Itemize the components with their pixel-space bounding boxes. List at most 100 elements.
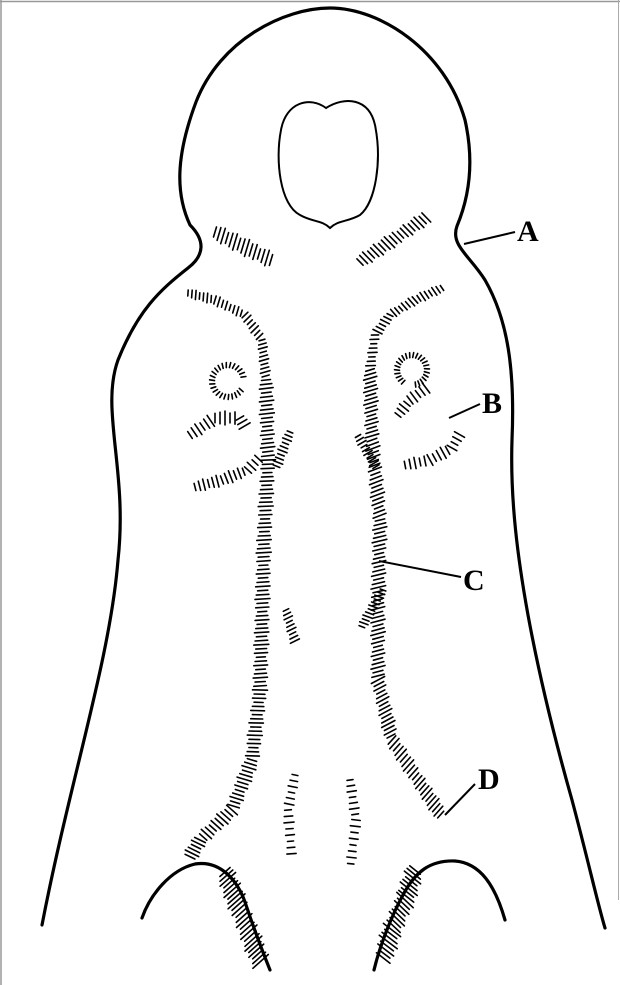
hatch-stroke <box>262 477 273 478</box>
hatch-stroke <box>208 480 210 488</box>
callout-label-d: D <box>478 765 500 795</box>
hatch-stroke <box>257 561 270 562</box>
hatch-stroke <box>350 845 356 846</box>
hatch-stroke <box>410 392 417 402</box>
hatch-stroke <box>263 438 273 439</box>
hatch-stroke <box>258 557 269 558</box>
hatch-stroke <box>418 381 420 386</box>
hatch-stroke <box>217 228 221 241</box>
hatch-stroke <box>243 770 253 773</box>
hatch-stroke <box>278 454 284 456</box>
hatch-stroke <box>422 377 426 380</box>
hatch-stroke <box>418 355 421 359</box>
hatch-stroke <box>256 649 267 650</box>
hatch-stroke <box>373 548 386 551</box>
hatch-stroke <box>371 666 385 670</box>
hatch-stroke <box>374 645 383 647</box>
hatch-stroke <box>368 251 375 258</box>
hatch-stroke <box>406 302 411 307</box>
hatch-stroke <box>258 548 271 549</box>
hatch-stroke <box>402 380 405 384</box>
hatch-stroke <box>255 599 270 600</box>
hatch-stroke <box>370 476 381 480</box>
hatch-stroke <box>259 565 268 566</box>
hatch-stroke <box>245 762 257 766</box>
hatch-stroke <box>412 297 418 303</box>
hatch-stroke <box>372 573 386 576</box>
hatch-stroke <box>259 493 273 494</box>
hatch-stroke <box>238 419 247 424</box>
hatch-stroke <box>276 457 284 460</box>
hatch-stroke <box>249 323 255 329</box>
hatch-stroke <box>215 368 218 372</box>
hatch-stroke <box>420 293 425 301</box>
hatch-stroke <box>262 430 273 431</box>
hatch-stroke <box>238 782 248 785</box>
hatch-stroke <box>432 454 436 461</box>
hatch-stroke <box>394 744 400 751</box>
hatch-stroke <box>290 780 298 782</box>
hatch-stroke <box>233 793 244 796</box>
hatch-stroke <box>381 320 390 324</box>
hatch-stroke <box>256 586 270 587</box>
hatch-stroke <box>237 238 240 249</box>
hatch-stroke <box>211 296 212 303</box>
arc-right-1 <box>395 383 430 417</box>
hatch-stroke <box>286 829 293 830</box>
hatch-stroke <box>366 430 378 434</box>
hatch-stroke <box>413 353 414 358</box>
hatch-stroke <box>191 428 197 437</box>
hatch-stroke <box>366 406 376 409</box>
hatch-stroke <box>249 244 253 256</box>
hatch-stroke <box>245 467 252 473</box>
hatch-stroke <box>224 878 235 888</box>
hatch-stroke <box>256 669 266 670</box>
hatch-stroke <box>379 244 386 251</box>
hatch-stroke <box>259 339 265 341</box>
hatch-stroke <box>258 249 261 259</box>
hatch-stroke <box>436 451 441 460</box>
hatch-stroke <box>357 438 364 442</box>
hatch-stroke <box>413 773 419 780</box>
leader-line-d <box>445 784 475 815</box>
hatch-stroke <box>188 432 193 439</box>
hatch-stroke <box>258 569 269 570</box>
hatch-stroke <box>240 310 242 316</box>
callout-label-c: C <box>463 566 485 596</box>
hatch-stroke <box>261 447 275 449</box>
hatch-stroke <box>256 628 268 629</box>
hatch-stroke <box>216 392 220 396</box>
hatch-stroke <box>252 460 258 465</box>
hatch-stroke <box>427 455 433 466</box>
hatch-stroke <box>440 286 443 291</box>
hatch-stroke <box>371 586 386 590</box>
shoulder-hatch-left <box>214 227 273 266</box>
hatch-stroke <box>258 590 268 591</box>
hatch-stroke <box>262 375 269 377</box>
hatch-stroke <box>221 476 224 484</box>
hatch-stroke <box>372 628 384 631</box>
hatch-stroke <box>240 372 245 374</box>
central-band-right <box>364 369 444 818</box>
hatch-stroke <box>424 456 426 466</box>
pore-ring-left <box>210 363 246 400</box>
hatch-stroke <box>402 356 404 360</box>
hatch-stroke <box>261 250 265 263</box>
hatch-stroke <box>371 632 385 636</box>
hatch-stroke <box>225 233 228 244</box>
hatch-stroke <box>216 475 219 487</box>
hatch-stroke <box>284 616 292 620</box>
hatch-stroke <box>256 573 270 574</box>
hatch-stroke <box>366 393 376 396</box>
hatch-stroke <box>436 287 440 293</box>
hatch-stroke <box>373 670 383 673</box>
hatch-stroke <box>222 364 223 369</box>
hatch-stroke <box>214 296 216 304</box>
hatch-stroke <box>372 501 384 506</box>
hatch-stroke <box>255 673 267 674</box>
hatch-stroke <box>363 615 372 618</box>
hatch-stroke <box>404 760 414 771</box>
hatch-stroke <box>409 459 411 468</box>
hatch-stroke <box>372 640 385 643</box>
branch-left-lower <box>283 609 299 644</box>
